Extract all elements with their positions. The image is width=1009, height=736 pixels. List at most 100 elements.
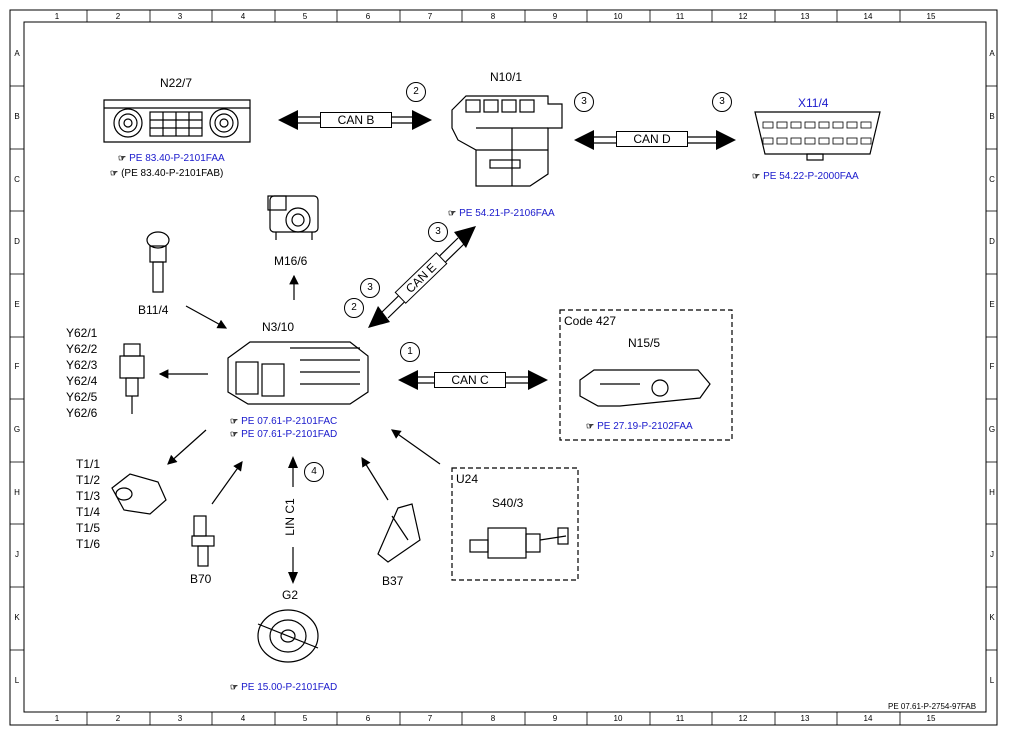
pointing-hand-icon: ☞ (230, 682, 239, 692)
n22-7-panel-drawing (103, 99, 251, 143)
column-label: 10 (613, 12, 623, 21)
n22-7-ref-alt: ☞(PE 83.40-P-2101FAB) (110, 168, 224, 179)
n3-can-e-number-2: 2 (344, 298, 364, 318)
row-label: E (14, 300, 20, 309)
row-label: E (989, 300, 995, 309)
column-label: 8 (490, 12, 496, 21)
column-label: 11 (675, 12, 685, 21)
b11-4-sensor-drawing (146, 231, 170, 293)
column-label: 13 (800, 714, 810, 723)
pointing-hand-icon: ☞ (118, 153, 127, 163)
column-label: 13 (800, 12, 810, 21)
b70-sensor-drawing (191, 515, 215, 567)
y62-label: Y62/3 (66, 358, 98, 372)
x11-4-label: X11/4 (798, 96, 829, 110)
column-label: 6 (365, 714, 371, 723)
n15-5-ref-link[interactable]: ☞PE 27.19-P-2102FAA (586, 421, 693, 432)
s40-3-label: S40/3 (492, 496, 524, 510)
column-label: 4 (240, 714, 246, 723)
code-427-box (559, 309, 733, 441)
column-label: 6 (365, 12, 371, 21)
can-d-label: CAN D (616, 131, 688, 147)
column-label: 7 (427, 714, 433, 723)
column-label: 12 (738, 714, 748, 723)
row-label: B (14, 112, 20, 121)
y62-label: Y62/1 (66, 326, 98, 340)
row-label: C (14, 175, 20, 184)
column-label: 2 (115, 714, 121, 723)
column-label: 7 (427, 12, 433, 21)
lin-c1-number: 4 (304, 462, 324, 482)
g2-ref-link[interactable]: ☞PE 15.00-P-2101FAD (230, 682, 338, 693)
b37-pedal-drawing (377, 503, 421, 563)
n10-1-label: N10/1 (490, 70, 523, 84)
m16-6-throttle-drawing (267, 195, 319, 240)
x11-4-connector-drawing (754, 111, 881, 161)
column-label: 3 (177, 12, 183, 21)
pointing-hand-icon: ☞ (110, 168, 119, 178)
column-ticks (86, 10, 901, 725)
g2-label: G2 (282, 588, 299, 602)
row-label: H (989, 488, 995, 497)
n3-10-ref-link-1[interactable]: ☞PE 07.61-P-2101FAC (230, 416, 338, 427)
row-label: J (15, 550, 19, 559)
pointing-hand-icon: ☞ (230, 416, 239, 426)
row-label: A (14, 49, 20, 58)
n22-7-ref-link[interactable]: ☞PE 83.40-P-2101FAA (118, 153, 225, 164)
column-label: 3 (177, 714, 183, 723)
column-label: 5 (302, 714, 308, 723)
b70-label: B70 (190, 572, 212, 586)
column-label: 5 (302, 12, 308, 21)
n3-10-label: N3/10 (262, 320, 295, 334)
n15-5-module-drawing (579, 369, 711, 407)
g2-alternator-drawing (257, 609, 319, 663)
row-label: B (989, 112, 995, 121)
n15-5-label: N15/5 (628, 336, 661, 350)
outer-frame (9, 9, 998, 726)
n22-7-label: N22/7 (160, 76, 193, 90)
t1-label: T1/6 (76, 537, 101, 551)
can-b-number: 2 (406, 82, 426, 102)
row-label: K (989, 613, 995, 622)
u24-box (451, 467, 579, 581)
u24-label: U24 (456, 472, 479, 486)
y62-label: Y62/5 (66, 390, 98, 404)
can-e-number: 3 (428, 222, 448, 242)
column-label: 4 (240, 12, 246, 21)
row-label: F (989, 362, 995, 371)
column-label: 9 (552, 12, 558, 21)
n3-10-ref-link-2[interactable]: ☞PE 07.61-P-2101FAD (230, 429, 338, 440)
pointing-hand-icon: ☞ (752, 171, 761, 181)
row-label: L (14, 676, 20, 685)
y62-label: Y62/4 (66, 374, 98, 388)
t1-coil-drawing (111, 473, 167, 515)
column-label: 12 (738, 12, 748, 21)
row-label: D (989, 237, 995, 246)
n3-10-ecu-drawing (227, 341, 369, 405)
b11-4-label: B11/4 (138, 303, 169, 317)
can-c-number: 1 (400, 342, 420, 362)
t1-label: T1/2 (76, 473, 101, 487)
pointing-hand-icon: ☞ (448, 208, 457, 218)
signal-arrows (158, 274, 441, 505)
t1-label: T1/3 (76, 489, 101, 503)
pointing-hand-icon: ☞ (230, 429, 239, 439)
row-label: C (989, 175, 995, 184)
t1-label: T1/5 (76, 521, 101, 535)
pointing-hand-icon: ☞ (586, 421, 595, 431)
row-label: F (14, 362, 20, 371)
row-label: G (13, 425, 21, 434)
y62-label: Y62/2 (66, 342, 98, 356)
y62-injector-drawing (119, 343, 145, 414)
column-label: 14 (863, 12, 873, 21)
column-label: 14 (863, 714, 873, 723)
inner-frame (23, 21, 987, 713)
column-label: 15 (926, 714, 936, 723)
row-label: G (988, 425, 996, 434)
x11-4-ref-link[interactable]: ☞PE 54.22-P-2000FAA (752, 171, 859, 182)
n3-can-e-number-3: 3 (360, 278, 380, 298)
row-label: J (990, 550, 994, 559)
t1-label: T1/4 (76, 505, 101, 519)
n10-1-ref-link[interactable]: ☞PE 54.21-P-2106FAA (448, 208, 555, 219)
row-ticks (10, 85, 997, 651)
